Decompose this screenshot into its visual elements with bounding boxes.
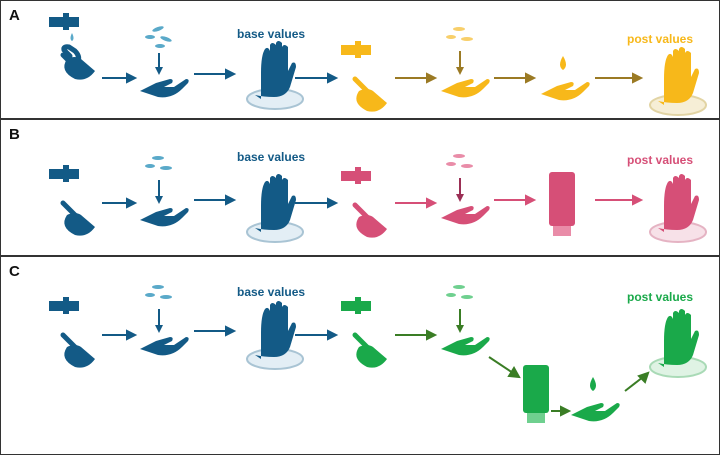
workflow-c-diagram <box>49 285 707 423</box>
faucet-washing-hands-icon-green <box>341 297 387 368</box>
hand-on-petri-dish-icon-green <box>649 309 707 378</box>
arrow-3 <box>295 329 339 341</box>
arrow-6 <box>595 194 644 206</box>
arrow-5 <box>488 356 521 379</box>
post-values-label: post values <box>627 153 694 167</box>
arrow-4 <box>395 329 438 341</box>
base-values-label: base values <box>237 285 306 299</box>
hand-on-petri-dish-icon <box>246 41 304 110</box>
arrow-4 <box>395 72 438 84</box>
bacteria-hand-icon-green <box>441 285 490 356</box>
panel-b: B base values post values <box>0 119 720 256</box>
hand-on-petri-dish-icon <box>246 174 304 243</box>
bacteria-hand-icon <box>140 156 189 227</box>
arrow-5 <box>494 72 537 84</box>
arrow-5 <box>494 194 537 206</box>
workflow-b-diagram <box>49 154 707 243</box>
arrow-7 <box>624 371 650 392</box>
arrow-1 <box>102 72 138 84</box>
post-values-label: post values <box>627 290 694 304</box>
arrow-2 <box>194 68 237 80</box>
bacteria-hand-icon <box>140 26 189 98</box>
workflow-a-diagram <box>49 13 707 116</box>
post-values-label: post values <box>627 32 694 46</box>
faucet-washing-hands-icon <box>49 13 95 80</box>
hand-on-petri-dish-icon <box>246 301 304 370</box>
base-values-label: base values <box>237 27 306 41</box>
bacteria-hand-icon-yellow <box>441 27 490 98</box>
bacteria-hand-icon-pink <box>441 154 490 225</box>
faucet-washing-hands-icon-yellow <box>341 41 387 112</box>
arrow-3 <box>295 72 339 84</box>
drop-hand-icon <box>541 56 590 101</box>
faucet-washing-hands-icon <box>49 165 95 236</box>
arrow-6 <box>551 405 572 417</box>
panel-letter: C <box>9 263 20 280</box>
panel-c: C base values post values <box>0 256 720 455</box>
hand-on-petri-dish-icon-pink <box>649 174 707 243</box>
arrow-3 <box>295 197 339 209</box>
faucet-washing-hands-icon-pink <box>341 167 387 238</box>
base-values-label: base values <box>237 150 306 164</box>
hand-on-petri-dish-icon-yellow <box>649 47 707 116</box>
panel-letter: B <box>9 126 20 143</box>
arrow-4 <box>395 197 438 209</box>
arrow-2 <box>194 325 237 337</box>
arrow-1 <box>102 329 138 341</box>
cream-tube-icon-green <box>523 365 549 423</box>
arrow-2 <box>194 194 237 206</box>
faucet-washing-hands-icon <box>49 297 95 368</box>
cream-tube-icon <box>549 172 575 236</box>
arrow-6 <box>595 72 644 84</box>
bacteria-hand-icon <box>140 285 189 356</box>
panel-letter: A <box>9 7 20 24</box>
arrow-1 <box>102 197 138 209</box>
panel-a: A base values post values <box>0 0 720 119</box>
drop-hand-icon-green <box>571 377 620 422</box>
